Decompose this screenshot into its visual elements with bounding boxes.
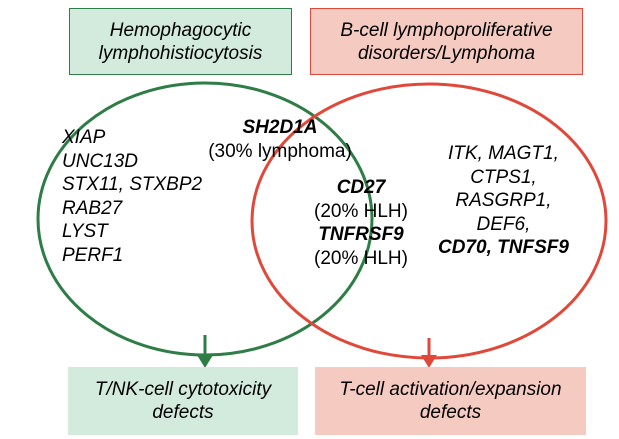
gene-item: UNC13D — [62, 150, 139, 172]
hlh-label-line1: Hemophagocytic — [109, 19, 252, 41]
gene-item: DEF6, — [476, 213, 531, 235]
activation-defects-box: T-cell activation/expansion defects — [315, 367, 586, 435]
overlap-gene-cd27: CD27 — [336, 177, 386, 198]
gene-item: CTPS1, — [470, 166, 537, 188]
cytotoxicity-line1: T/NK-cell cytotoxicity — [94, 379, 272, 400]
lymphoma-label-line2: disorders/Lymphoma — [357, 42, 536, 64]
gene-item: PERF1 — [62, 244, 124, 266]
hlh-gene-list: XIAP UNC13D STX11, STXBP2 RAB27 LYST PER… — [62, 126, 202, 268]
cytotoxicity-defects-box: T/NK-cell cytotoxicity defects — [68, 367, 298, 435]
left-arrow-head — [197, 355, 213, 368]
overlap-note: (30% lymphoma) — [208, 140, 352, 162]
hlh-label-box: Hemophagocytic lymphohistiocytosis — [69, 8, 292, 75]
cytotoxicity-line2: defects — [152, 402, 214, 423]
overlap-gene-sh2d1a: SH2D1A — [242, 117, 318, 138]
gene-item: XIAP — [62, 127, 106, 148]
hlh-label-line2: lymphohistiocytosis — [98, 42, 263, 64]
lymphoma-label-line1: B-cell lymphoproliferative — [340, 19, 553, 41]
overlap-middle-group: CD27 (20% HLH) TNFRSF9 (20% HLH) — [300, 176, 422, 270]
gene-item: ITK, MAGT1, — [448, 143, 559, 164]
gene-item: STX11, STXBP2 — [62, 174, 203, 196]
lymphoma-label-box: B-cell lymphoproliferative disorders/Lym… — [310, 8, 583, 75]
lymphoma-gene-list: ITK, MAGT1, CTPS1, RASGRP1, DEF6, CD70, … — [438, 142, 569, 260]
gene-item: RAB27 — [62, 197, 123, 219]
activation-line1: T-cell activation/expansion — [339, 379, 562, 400]
activation-line2: defects — [419, 402, 482, 423]
gene-item: RASGRP1, — [455, 190, 552, 212]
overlap-note: (20% HLH) — [314, 247, 408, 269]
gene-item-bold: CD70, TNFSF9 — [438, 237, 569, 259]
gene-item: LYST — [62, 221, 108, 243]
overlap-note: (20% HLH) — [314, 200, 408, 222]
overlap-gene-tnfrsf9: TNFRSF9 — [318, 224, 404, 246]
overlap-top-group: SH2D1A (30% lymphoma) — [192, 116, 368, 163]
right-arrow-head — [421, 355, 437, 368]
